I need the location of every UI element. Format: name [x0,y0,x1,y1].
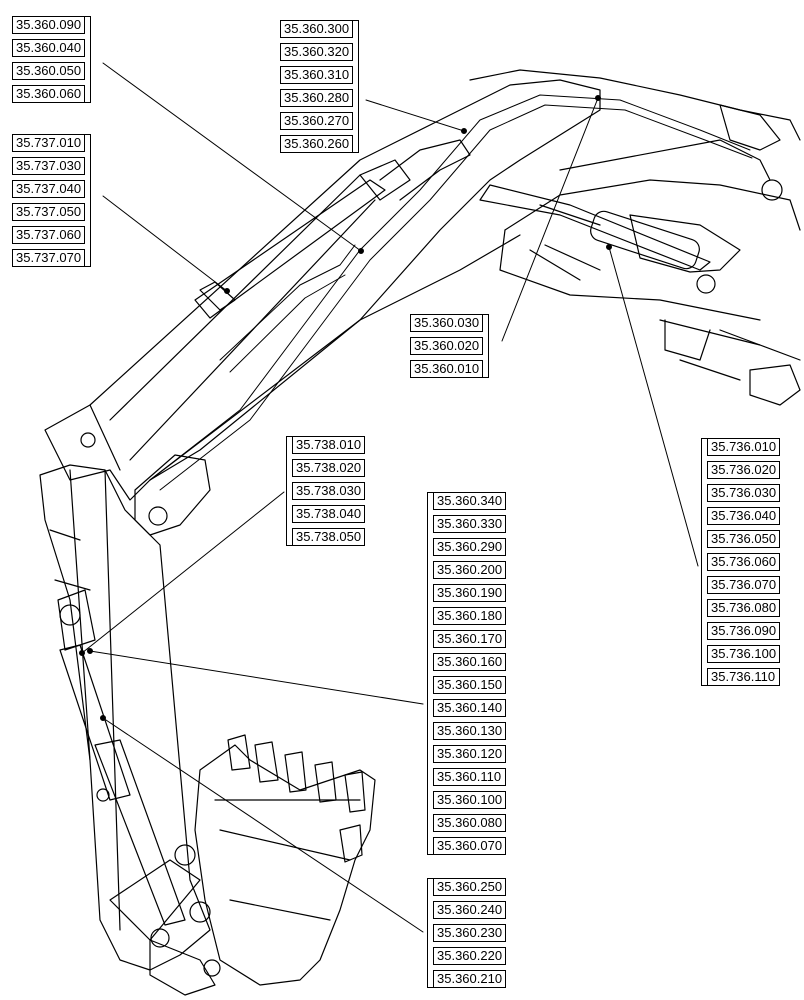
part-code[interactable]: 35.360.150 [433,676,507,694]
part-code[interactable]: 35.360.060 [12,85,86,103]
part-code[interactable]: 35.360.160 [433,653,507,671]
leader-lines [79,62,699,933]
part-code[interactable]: 35.360.320 [280,43,354,61]
part-code[interactable]: 35.736.100 [707,645,781,663]
part-code[interactable]: 35.738.040 [292,505,366,523]
part-code[interactable]: 35.737.050 [12,203,86,221]
part-code[interactable]: 35.360.180 [433,607,507,625]
part-code[interactable]: 35.360.240 [433,901,507,919]
part-code[interactable]: 35.360.040 [12,39,86,57]
part-code[interactable]: 35.360.340 [433,492,507,510]
part-code[interactable]: 35.360.290 [433,538,507,556]
part-code[interactable]: 35.736.110 [707,668,781,686]
group-bracket [483,314,490,378]
part-code[interactable]: 35.360.330 [433,515,507,533]
part-code[interactable]: 35.737.010 [12,134,86,152]
bucket-linkage [109,844,221,996]
group-bracket [427,492,433,855]
callout-group-1: 35.360.090 35.360.040 35.360.050 35.360.… [12,16,92,103]
part-code[interactable]: 35.360.250 [433,878,507,896]
part-code[interactable]: 35.360.270 [280,112,354,130]
part-code[interactable]: 35.360.260 [280,135,354,153]
part-code[interactable]: 35.736.050 [707,530,781,548]
part-code[interactable]: 35.737.070 [12,249,86,267]
group-bracket [427,878,433,988]
part-code[interactable]: 35.360.210 [433,970,507,988]
part-code[interactable]: 35.360.090 [12,16,86,34]
callout-group-2: 35.737.010 35.737.030 35.737.040 35.737.… [12,134,92,267]
part-code[interactable]: 35.736.030 [707,484,781,502]
part-code[interactable]: 35.360.190 [433,584,507,602]
part-code[interactable]: 35.736.090 [707,622,781,640]
callout-group-3: 35.360.300 35.360.320 35.360.310 35.360.… [280,20,360,153]
callout-group-7: 35.736.010 35.736.020 35.736.030 35.736.… [701,438,781,686]
machine-chassis [469,69,801,406]
boom-cylinder [479,184,711,271]
callout-group-5: 35.738.010 35.738.020 35.738.030 35.738.… [286,436,366,546]
group-bracket [701,438,707,686]
part-code[interactable]: 35.738.030 [292,482,366,500]
part-code[interactable]: 35.736.020 [707,461,781,479]
arm-cylinder [194,159,411,319]
part-code[interactable]: 35.360.200 [433,561,507,579]
part-code[interactable]: 35.360.230 [433,924,507,942]
part-code[interactable]: 35.360.140 [433,699,507,717]
callout-group-4: 35.360.030 35.360.020 35.360.010 [410,314,490,378]
part-code[interactable]: 35.360.170 [433,630,507,648]
part-code[interactable]: 35.360.050 [12,62,86,80]
callout-group-8: 35.360.250 35.360.240 35.360.230 35.360.… [427,878,507,988]
part-code[interactable]: 35.360.120 [433,745,507,763]
part-code[interactable]: 35.736.060 [707,553,781,571]
part-code[interactable]: 35.360.100 [433,791,507,809]
group-bracket [85,16,92,103]
part-code[interactable]: 35.736.040 [707,507,781,525]
part-code[interactable]: 35.738.050 [292,528,366,546]
part-code[interactable]: 35.736.010 [707,438,781,456]
bucket-cylinder [57,589,186,926]
part-code[interactable]: 35.738.020 [292,459,366,477]
group-bracket [85,134,92,267]
part-code[interactable]: 35.738.010 [292,436,366,454]
part-code[interactable]: 35.360.280 [280,89,354,107]
part-code[interactable]: 35.360.020 [410,337,484,355]
arm [39,464,211,971]
part-code[interactable]: 35.360.220 [433,947,507,965]
hydraulic-lines [149,94,753,491]
part-code[interactable]: 35.736.080 [707,599,781,617]
part-code[interactable]: 35.360.030 [410,314,484,332]
callout-group-6: 35.360.340 35.360.330 35.360.290 35.360.… [427,492,507,855]
group-bracket [353,20,360,153]
part-code[interactable]: 35.360.130 [433,722,507,740]
part-code[interactable]: 35.360.300 [280,20,354,38]
part-code[interactable]: 35.360.310 [280,66,354,84]
part-code[interactable]: 35.737.030 [12,157,86,175]
part-code[interactable]: 35.360.110 [433,768,507,786]
bucket [194,734,376,986]
part-code[interactable]: 35.737.060 [12,226,86,244]
group-bracket [286,436,292,546]
part-code[interactable]: 35.737.040 [12,180,86,198]
part-code[interactable]: 35.360.080 [433,814,507,832]
part-code[interactable]: 35.360.010 [410,360,484,378]
part-code[interactable]: 35.736.070 [707,576,781,594]
part-code[interactable]: 35.360.070 [433,837,507,855]
